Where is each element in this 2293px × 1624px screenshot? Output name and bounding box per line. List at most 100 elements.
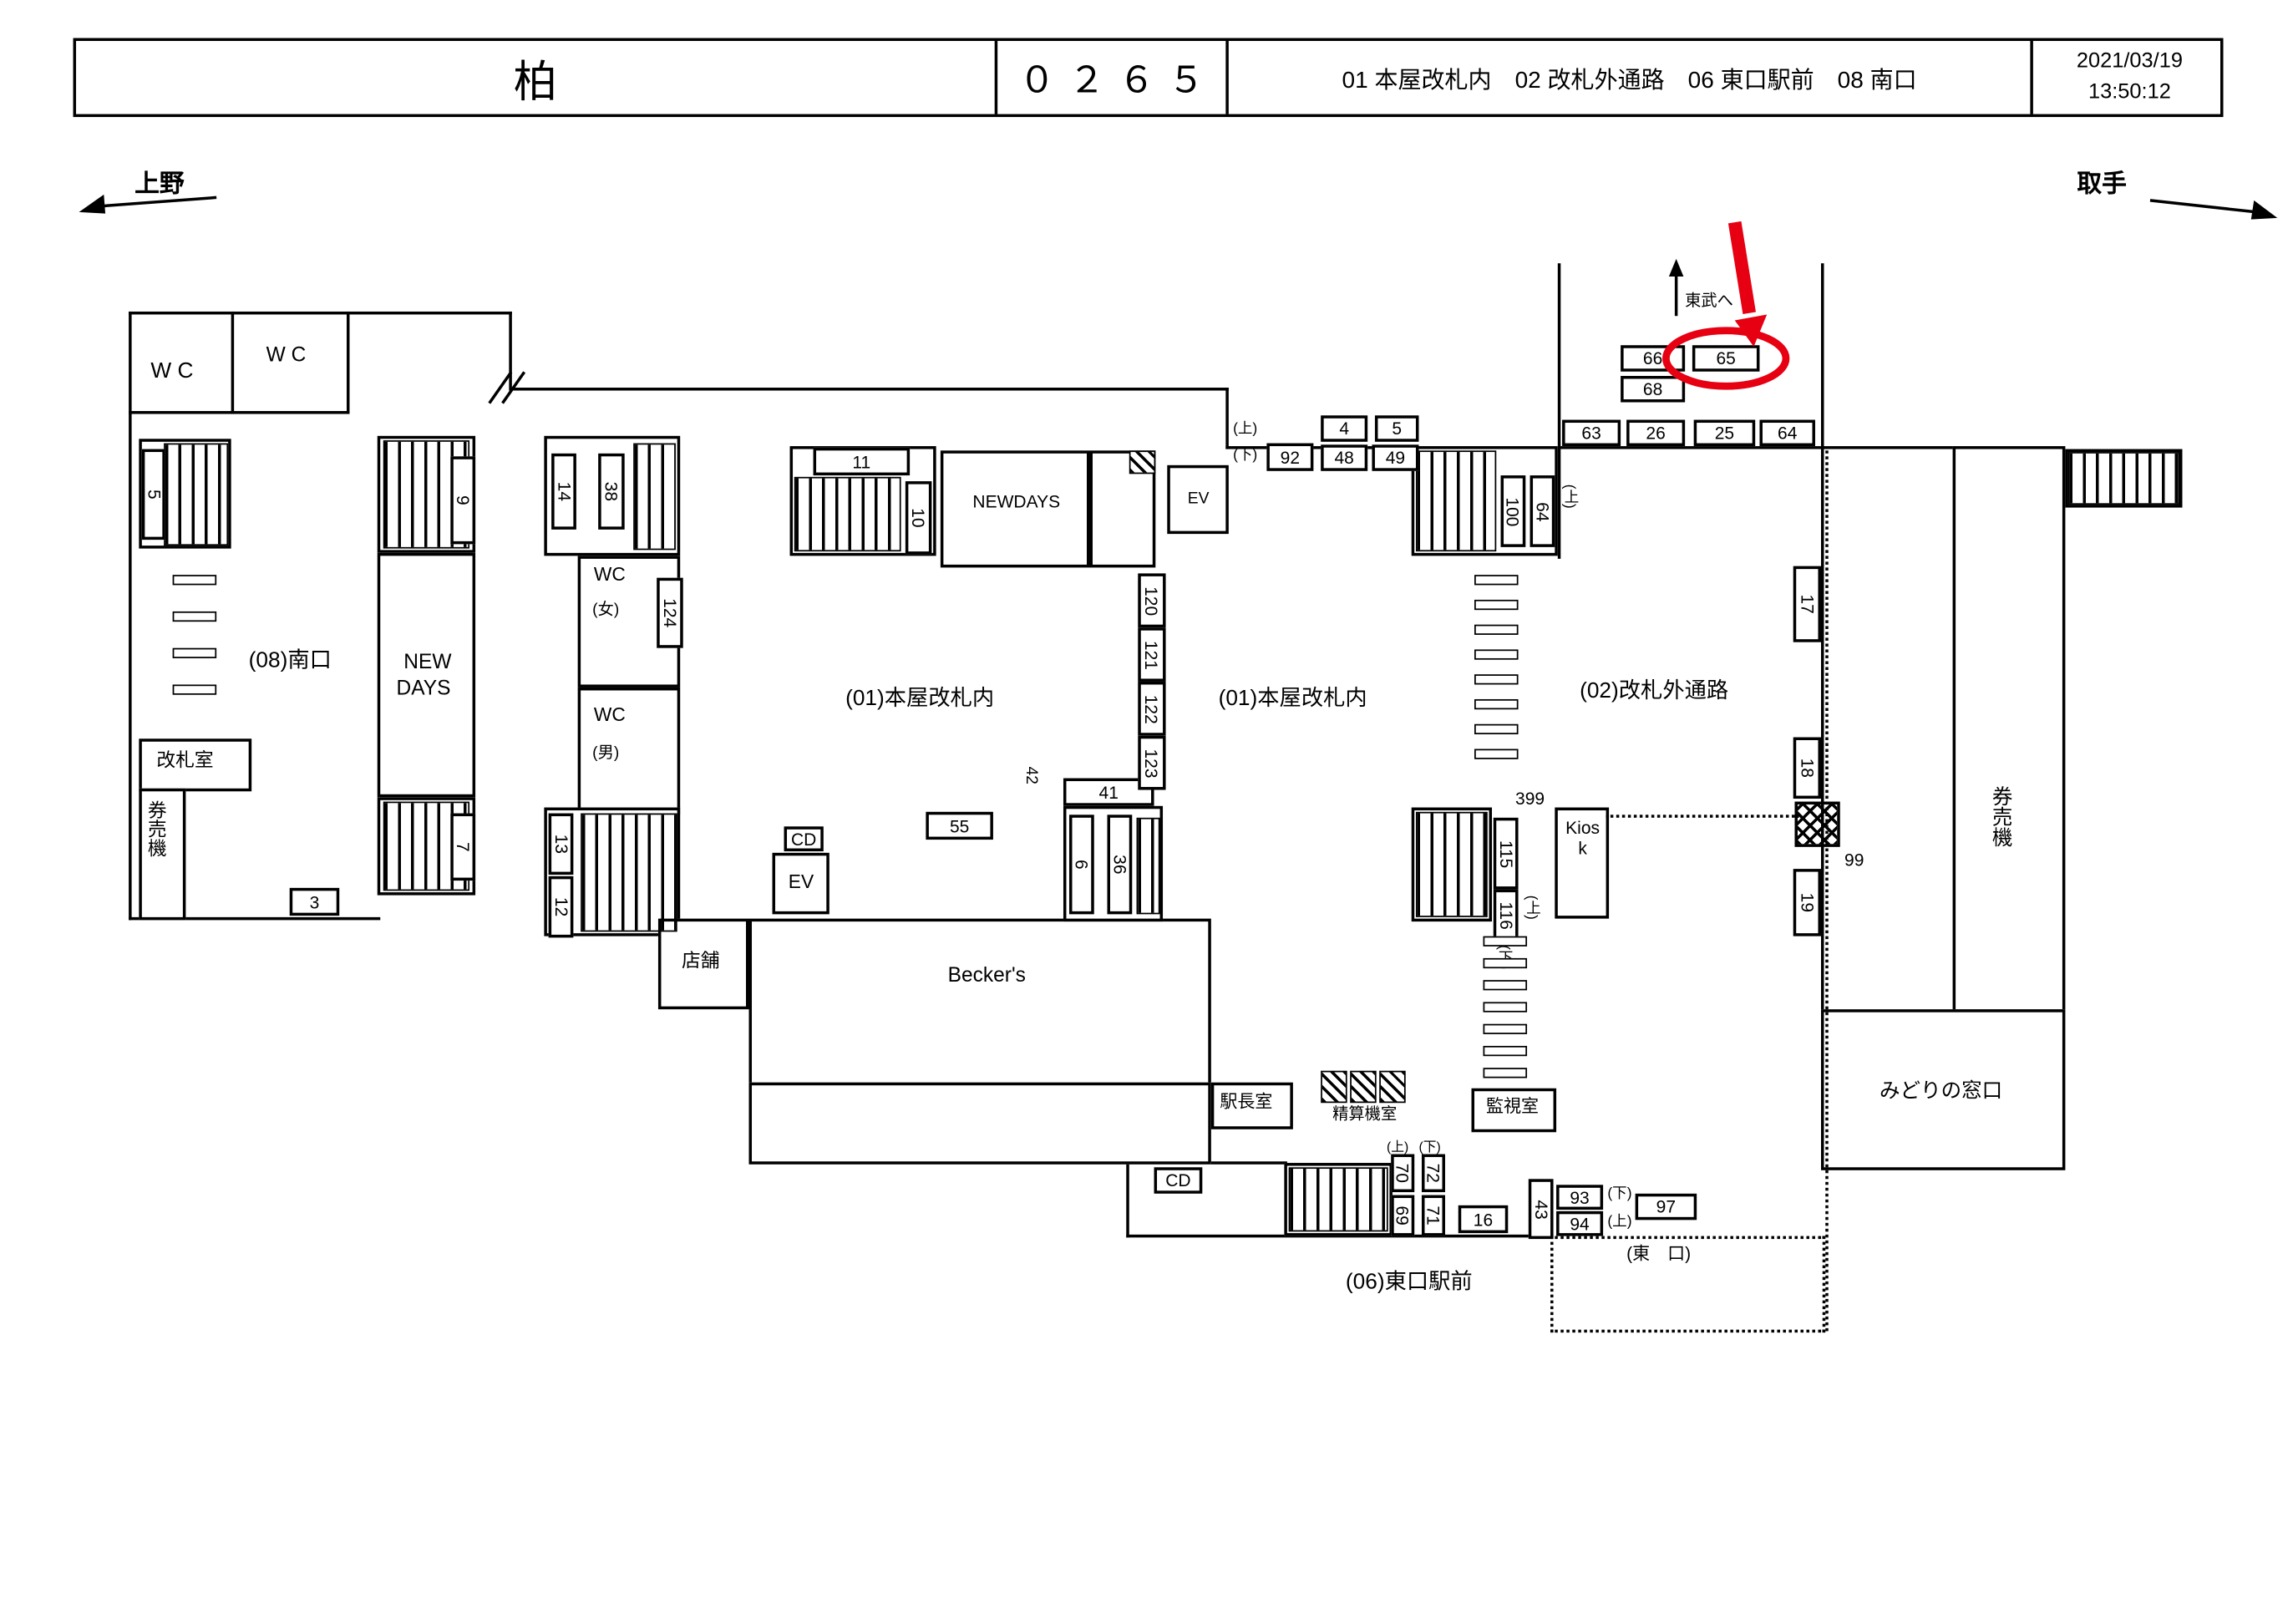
map-label-27: (上) — [1233, 421, 1258, 438]
structure-line — [1952, 446, 2066, 1012]
box-label: 115 — [1495, 839, 1516, 868]
camera-box-124-27[interactable]: 124 — [657, 577, 683, 648]
box-label: 11 — [852, 451, 871, 472]
box-label: 66 — [1642, 348, 1663, 369]
camera-box-16-16[interactable]: 16 — [1458, 1205, 1509, 1234]
camera-box-4-5[interactable]: 4 — [1321, 415, 1368, 442]
camera-box-38-26[interactable]: 38 — [598, 453, 625, 530]
direction-left-label: 上野 — [134, 170, 185, 198]
ueno-arrow-head — [79, 194, 106, 214]
camera-box-13-28[interactable]: 13 — [548, 813, 574, 875]
camera-box-71-48[interactable]: 71 — [1421, 1195, 1445, 1236]
camera-box-68-15[interactable]: 68 — [1621, 376, 1686, 403]
ticket-gate-bar — [1474, 674, 1519, 685]
camera-box-9-23[interactable]: 9 — [450, 456, 476, 545]
camera-box-18-42[interactable]: 18 — [1793, 737, 1821, 799]
camera-box-100-37[interactable]: 100 — [1500, 475, 1526, 547]
camera-box-41-2[interactable]: 41 — [1063, 778, 1154, 806]
map-label-20: 駅長室 — [1220, 1091, 1273, 1112]
box-label: 12 — [550, 896, 571, 917]
camera-box-94-18[interactable]: 94 — [1556, 1210, 1604, 1236]
box-label: 7 — [452, 841, 474, 852]
structure-line — [1557, 263, 1561, 559]
ticket-gate-bar — [1474, 599, 1519, 611]
box-label: 6 — [1071, 859, 1093, 870]
stairs-hatch — [1288, 1167, 1388, 1232]
box-label: 116 — [1495, 901, 1516, 930]
camera-box-121-32[interactable]: 121 — [1138, 627, 1166, 682]
box-label: 4 — [1339, 418, 1350, 439]
camera-box-64-12[interactable]: 64 — [1759, 419, 1815, 447]
camera-box-55-3[interactable]: 55 — [926, 811, 993, 840]
camera-box-6-35[interactable]: 6 — [1068, 815, 1094, 915]
camera-box-65-14[interactable]: 65 — [1692, 345, 1760, 372]
camera-box-7-24[interactable]: 7 — [450, 813, 476, 881]
shaft-hatch — [1129, 450, 1156, 475]
camera-box-122-33[interactable]: 122 — [1138, 681, 1166, 736]
camera-box-11-1[interactable]: 11 — [813, 447, 911, 476]
map-label-28: (下) — [1233, 447, 1258, 464]
camera-box-72-47[interactable]: 72 — [1421, 1154, 1445, 1193]
structure-line — [231, 311, 235, 414]
camera-box-25-11[interactable]: 25 — [1693, 419, 1756, 447]
camera-box-5-7[interactable]: 5 — [1374, 415, 1419, 442]
map-label-24: みどりの窓口 — [1880, 1078, 2003, 1102]
ticket-gate-bar — [1474, 649, 1519, 660]
ticket-gate-bar — [1483, 936, 1528, 946]
camera-box-93-17[interactable]: 93 — [1556, 1185, 1604, 1210]
map-label-5: 改札室 — [156, 749, 214, 771]
map-label-6: 券売機 — [145, 799, 167, 858]
stairs-hatch — [633, 443, 676, 551]
structure-line — [748, 1082, 1211, 1165]
camera-box-14-25[interactable]: 14 — [551, 453, 576, 530]
ticket-gate-bar — [1483, 1045, 1528, 1057]
structure-line — [139, 738, 252, 792]
structure-line — [1825, 450, 1829, 1332]
map-label-38: 42 — [1022, 766, 1040, 784]
camera-box-92-4[interactable]: 92 — [1266, 443, 1314, 471]
camera-box-63-9[interactable]: 63 — [1562, 419, 1621, 447]
camera-box-12-29[interactable]: 12 — [548, 875, 574, 938]
camera-box-66-13[interactable]: 66 — [1621, 345, 1686, 372]
station-name: 柏 — [76, 41, 998, 114]
facility-box-CD-20: CD — [784, 826, 824, 852]
camera-box-64-38[interactable]: 64 — [1530, 475, 1555, 547]
camera-box-116-40[interactable]: 116 — [1493, 889, 1519, 942]
camera-box-97-19[interactable]: 97 — [1635, 1193, 1697, 1221]
map-label-11: 店舗 — [681, 949, 720, 972]
camera-box-19-43[interactable]: 19 — [1793, 869, 1821, 936]
camera-box-36-36[interactable]: 36 — [1107, 815, 1133, 915]
map-label-37: 99 — [1844, 850, 1864, 870]
camera-box-17-41[interactable]: 17 — [1793, 566, 1821, 642]
camera-99-box[interactable] — [1794, 801, 1840, 847]
box-label: CD — [790, 828, 817, 850]
box-label: 100 — [1503, 496, 1524, 526]
camera-box-120-31[interactable]: 120 — [1138, 573, 1166, 628]
camera-box-49-8[interactable]: 49 — [1372, 444, 1419, 471]
camera-box-3-0[interactable]: 3 — [289, 887, 340, 916]
box-label: 36 — [1109, 855, 1130, 875]
area-legend: 01 本屋改札内 02 改札外通路 06 東口駅前 08 南口 — [1229, 41, 2033, 114]
box-label: 68 — [1642, 378, 1663, 400]
ticket-gate-bar — [1474, 749, 1519, 759]
camera-box-115-39[interactable]: 115 — [1493, 817, 1519, 890]
camera-box-26-10[interactable]: 26 — [1626, 419, 1686, 447]
map-label-30: (上) — [1522, 895, 1540, 920]
camera-box-10-30[interactable]: 10 — [905, 481, 932, 555]
ticket-gate-bar — [1474, 723, 1519, 735]
map-label-33: (下) — [1418, 1139, 1441, 1155]
box-label: 122 — [1141, 693, 1163, 723]
ticket-gate-bar — [1483, 1068, 1528, 1078]
map-label-36: 399 — [1515, 788, 1545, 809]
structure-line — [511, 388, 1229, 391]
camera-box-5-22[interactable]: 5 — [141, 449, 165, 540]
camera-box-43-44[interactable]: 43 — [1528, 1179, 1554, 1240]
camera-box-70-45[interactable]: 70 — [1391, 1154, 1415, 1193]
structure-line — [1210, 1082, 1293, 1129]
camera-box-123-34[interactable]: 123 — [1138, 735, 1166, 790]
camera-box-69-46[interactable]: 69 — [1391, 1195, 1415, 1236]
box-label: 94 — [1570, 1213, 1590, 1234]
structure-line — [1126, 1163, 1129, 1238]
map-label-4: DAYS — [396, 675, 451, 699]
camera-box-48-6[interactable]: 48 — [1321, 444, 1368, 471]
